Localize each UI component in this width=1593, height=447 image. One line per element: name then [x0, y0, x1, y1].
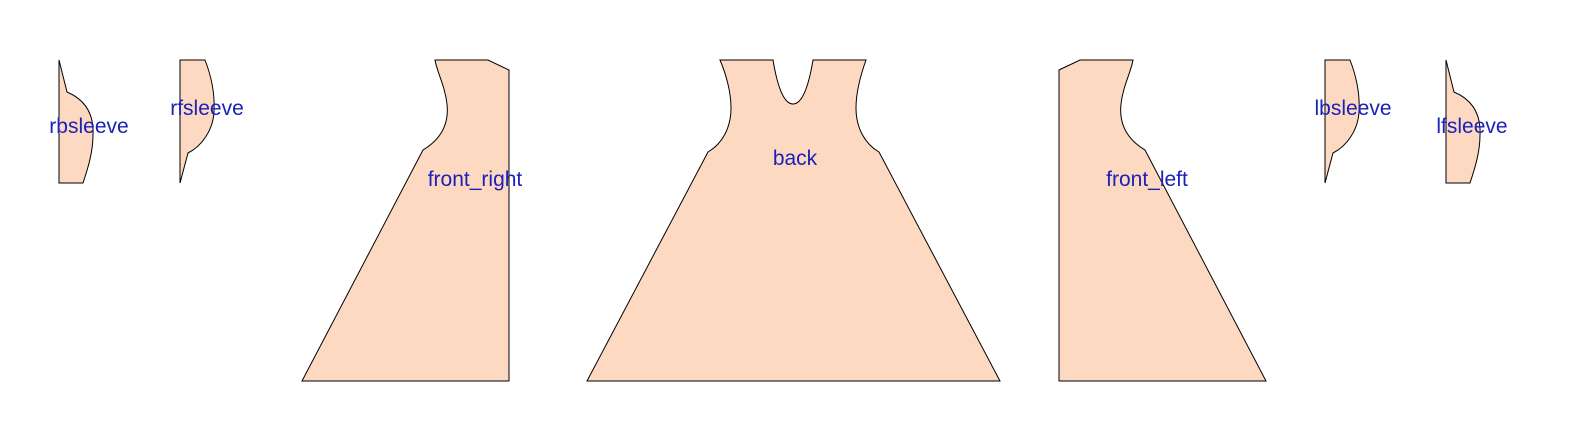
piece-lbsleeve: lbsleeve [1314, 59, 1392, 184]
lfsleeve-label: lfsleeve [1436, 115, 1507, 138]
back-shape [586, 59, 1001, 382]
piece-rfsleeve: rfsleeve [170, 59, 244, 184]
rbsleeve-label: rbsleeve [49, 115, 128, 138]
piece-front-right: front_right [301, 59, 523, 382]
front-left-shape [1058, 59, 1267, 382]
front-right-shape [301, 59, 510, 382]
back-label: back [773, 147, 818, 170]
front-left-label: front_left [1106, 168, 1188, 191]
rbsleeve-shape [58, 59, 94, 184]
lfsleeve-shape [1445, 59, 1481, 184]
rfsleeve-shape [179, 59, 215, 184]
piece-front-left: front_left [1058, 59, 1267, 382]
rfsleeve-label: rfsleeve [170, 97, 244, 120]
piece-rbsleeve: rbsleeve [49, 59, 129, 184]
piece-back: back [586, 59, 1001, 382]
front-right-label: front_right [428, 168, 523, 191]
piece-lfsleeve: lfsleeve [1436, 59, 1508, 184]
lbsleeve-shape [1324, 59, 1360, 184]
lbsleeve-label: lbsleeve [1314, 97, 1391, 120]
